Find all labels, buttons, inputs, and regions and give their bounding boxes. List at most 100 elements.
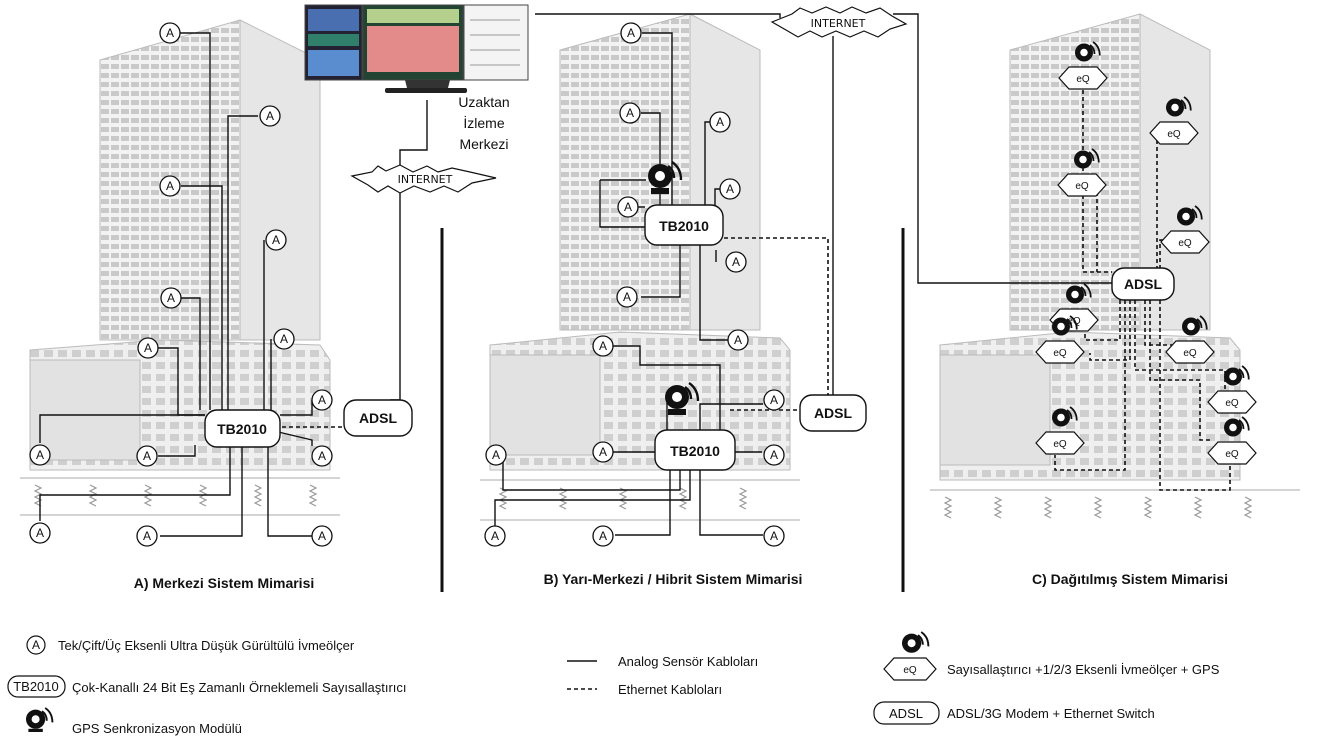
eq-node: eQ [1057, 148, 1107, 197]
tb2010-label: TB2010 [659, 218, 709, 234]
monitoring-screens [304, 4, 529, 93]
sensor-node: A [485, 444, 507, 466]
sensor-node: A [719, 178, 741, 200]
sensor-node: A [137, 337, 159, 359]
tb2010-a: TB2010 [204, 409, 281, 448]
internet-cloud-b: INTERNET [770, 6, 908, 38]
sensor-node: A [617, 196, 639, 218]
gps-icon [1066, 283, 1092, 304]
legend-ethernet-text: Ethernet Kabloları [618, 682, 722, 697]
sensor-label: A [734, 333, 742, 347]
eq-label: eQ [1075, 181, 1089, 192]
internet-cloud-a: INTERNET [350, 164, 497, 194]
internet-label: INTERNET [811, 17, 866, 30]
legend-adsl-text: ADSL/3G Modem + Ethernet Switch [947, 706, 1155, 721]
sensor-label: A [318, 529, 326, 543]
gps-icon [1177, 205, 1203, 226]
eq-node: eQ [1160, 205, 1210, 254]
sensor-node: A [727, 329, 749, 351]
sensor-node: A [763, 389, 785, 411]
sensor-label: A [143, 449, 151, 463]
sensor-node: A [311, 445, 333, 467]
gps-icon [1052, 315, 1078, 336]
adsl-label: ADSL [359, 410, 398, 426]
legend-analog-text: Analog Sensör Kabloları [618, 654, 758, 669]
sensor-label: A [726, 182, 734, 196]
gps-icon [1224, 365, 1250, 386]
sensor-label: A [770, 529, 778, 543]
panel-b-caption: B) Yarı-Merkezi / Hibrit Sistem Mimarisi [544, 571, 803, 587]
sensor-node: A [620, 22, 642, 44]
sensor-node: A [273, 328, 295, 350]
sensor-label: A [491, 529, 499, 543]
gps-icon [1182, 315, 1208, 336]
eq-label: eQ [1053, 439, 1067, 450]
legend-sensor-symbol-label: A [32, 638, 40, 652]
adsl-label: ADSL [1124, 276, 1163, 292]
ethernet-cables [282, 76, 1231, 491]
internet-links [390, 13, 1112, 401]
sensor-node: A [311, 525, 333, 547]
sensor-node: A [265, 229, 287, 251]
tb2010-label: TB2010 [217, 421, 267, 437]
eq-node: eQ [1207, 416, 1257, 465]
sensor-node: A [709, 111, 731, 133]
gps-icon [1074, 148, 1100, 169]
tb2010-b2: TB2010 [654, 429, 736, 471]
sensor-node: A [159, 22, 181, 44]
legend-sensor-symbol [26, 635, 46, 655]
sensor-label: A [599, 529, 607, 543]
sensor-node: A [29, 522, 51, 544]
sensor-node: A [160, 287, 182, 309]
legend: A Tek/Çift/Üç Eksenli Ultra Düşük Gürült… [7, 631, 1220, 736]
sensor-label: A [492, 448, 500, 462]
sensor-label: A [770, 393, 778, 407]
sensor-node: A [159, 175, 181, 197]
internet-label: INTERNET [398, 173, 453, 186]
eq-label: eQ [1178, 238, 1192, 249]
eq-label: eQ [1167, 129, 1181, 140]
sensor-node: A [29, 444, 51, 466]
legend-sensor-text: Tek/Çift/Üç Eksenli Ultra Düşük Gürültül… [58, 638, 355, 653]
sensor-label: A [272, 233, 280, 247]
monitoring-center-label-2: İzleme [463, 114, 504, 131]
sensor-label: A [716, 115, 724, 129]
eq-label: eQ [1225, 398, 1239, 409]
building-c [930, 13, 1300, 491]
legend-adsl-symbol [873, 701, 940, 725]
eq-label: eQ [1225, 449, 1239, 460]
legend-gps-text: GPS Senkronizasyon Modülü [72, 721, 242, 736]
gps-icon [1166, 96, 1192, 117]
tb2010-b1: TB2010 [644, 204, 724, 246]
sensor-node: A [136, 445, 158, 467]
eq-node: eQ [1165, 315, 1215, 364]
legend-tb2010-symbol-label: TB2010 [13, 679, 59, 694]
sensor-label: A [624, 200, 632, 214]
gps-icon [665, 382, 700, 415]
sensor-node: A [725, 251, 747, 273]
sensor-node: A [592, 335, 614, 357]
sensor-label: A [318, 449, 326, 463]
sensor-label: A [599, 445, 607, 459]
gps-icon [648, 161, 683, 194]
legend-tb2010-symbol [7, 675, 66, 698]
sensor-label: A [266, 109, 274, 123]
building-a [20, 19, 340, 516]
adsl-label: ADSL [814, 405, 853, 421]
eq-node: eQ [1149, 96, 1199, 145]
sensor-label: A [280, 332, 288, 346]
panel-a-caption: A) Merkezi Sistem Mimarisi [134, 575, 315, 591]
gps-icon [1075, 41, 1101, 62]
sensor-label: A [318, 393, 326, 407]
eq-node: eQ [1035, 315, 1085, 364]
sensor-label: A [626, 106, 634, 120]
sensor-label: A [623, 290, 631, 304]
gps-icon [26, 707, 54, 732]
sensor-node: A [619, 102, 641, 124]
adsl-b: ADSL [799, 394, 867, 432]
legend-tb2010-text: Çok-Kanallı 24 Bit Eş Zamanlı Örneklemel… [72, 680, 407, 695]
sensor-node: A [592, 441, 614, 463]
eq-node: eQ [1058, 41, 1108, 90]
sensor-node: A [259, 105, 281, 127]
